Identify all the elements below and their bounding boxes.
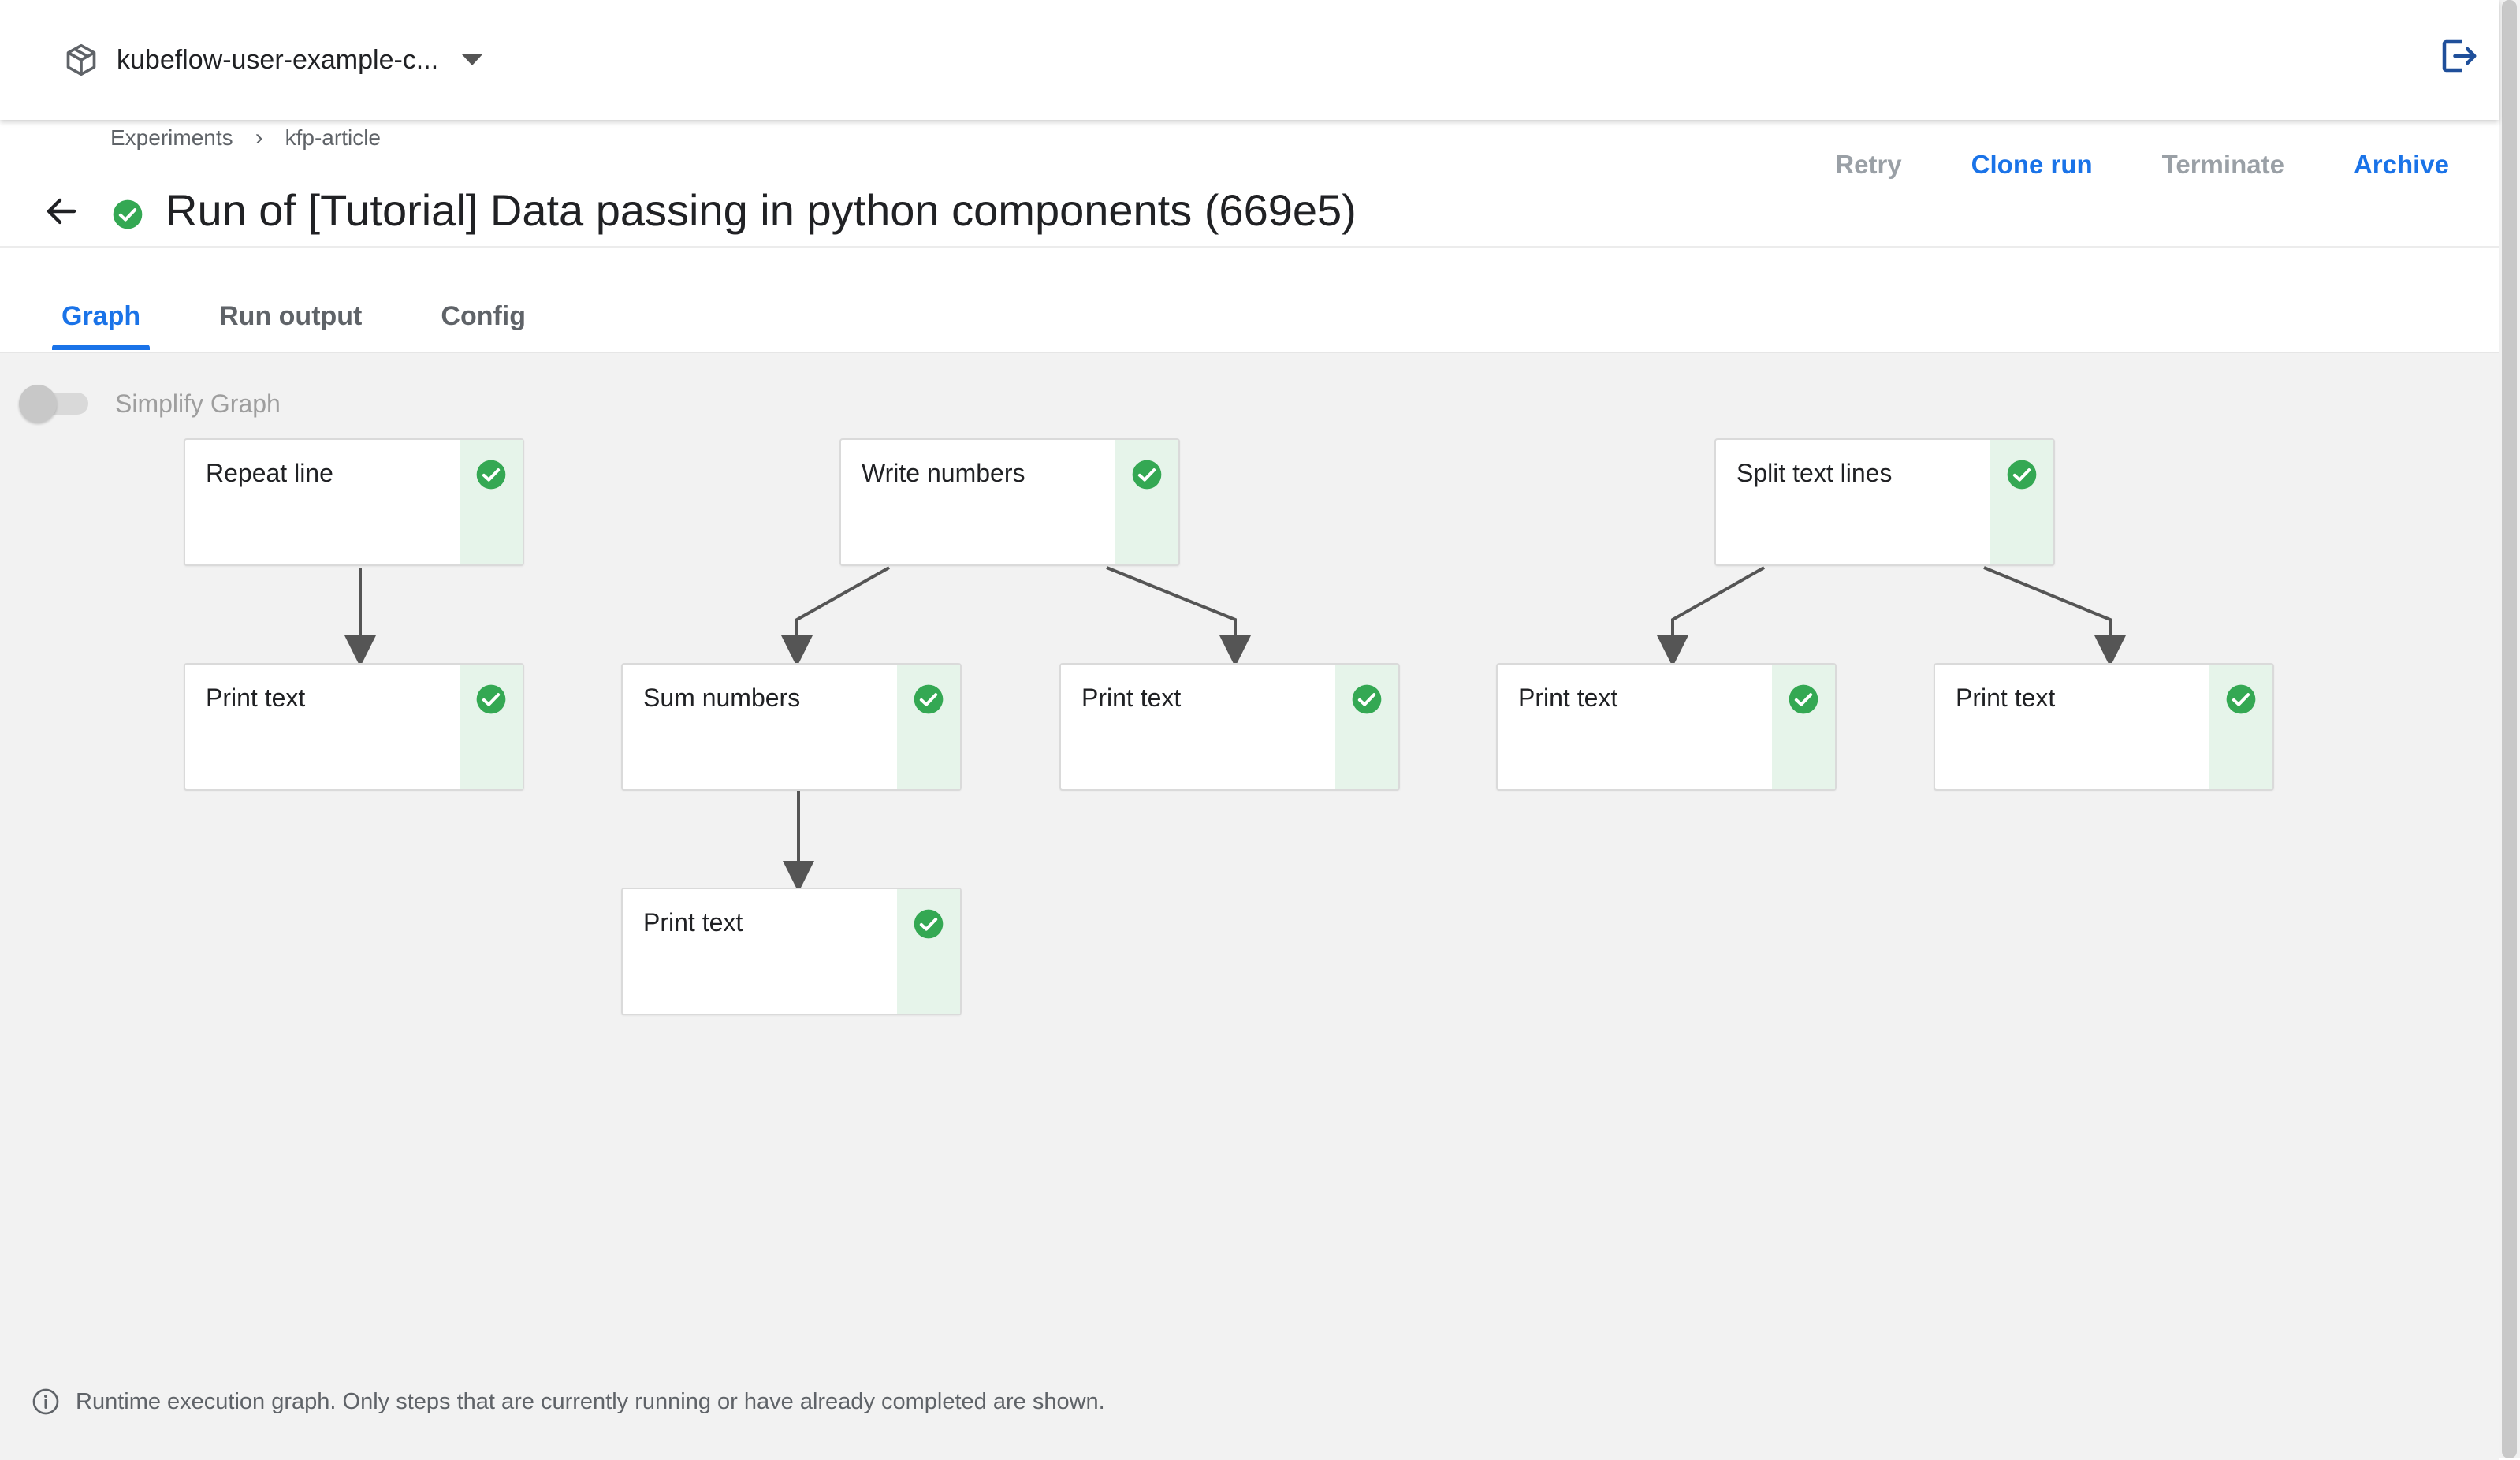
node-status (1115, 440, 1178, 564)
graph-node-print-text[interactable]: Print text (1059, 663, 1400, 791)
scrollbar[interactable] (2499, 0, 2520, 1458)
check-circle-icon (2006, 459, 2038, 490)
graph-node-print-text[interactable]: Print text (1934, 663, 2274, 791)
top-bar: kubeflow-user-example-c... (0, 0, 2499, 120)
node-status (1990, 440, 2053, 564)
arrow-back-icon (43, 192, 80, 234)
simplify-graph-toggle[interactable] (17, 383, 88, 424)
node-label: Write numbers (862, 459, 1025, 487)
node-label: Print text (1956, 683, 2056, 712)
chevron-down-icon (462, 54, 483, 65)
check-circle-icon (1788, 683, 1819, 715)
graph-edge (781, 566, 890, 667)
header-divider (0, 246, 2499, 248)
cube-icon (61, 40, 101, 80)
check-circle-icon (1351, 683, 1383, 715)
check-circle-icon (112, 199, 143, 230)
node-label: Print text (1081, 683, 1182, 712)
node-label: Sum numbers (643, 683, 801, 712)
graph-node-sum-numbers[interactable]: Sum numbers (621, 663, 962, 791)
back-button[interactable] (38, 189, 85, 237)
breadcrumb-separator: › (255, 125, 263, 151)
logout-button[interactable] (2434, 33, 2483, 82)
scrollbar-thumb[interactable] (2502, 0, 2517, 1458)
terminate-button[interactable]: Terminate (2161, 150, 2284, 179)
namespace-selector[interactable]: kubeflow-user-example-c... (61, 33, 483, 87)
graph-node-split-text-lines[interactable]: Split text lines (1714, 438, 2055, 566)
logout-icon (2437, 35, 2480, 81)
graph-node-repeat-line[interactable]: Repeat line (184, 438, 524, 566)
page-title: Run of [Tutorial] Data passing in python… (166, 185, 1357, 235)
node-label: Print text (206, 683, 306, 712)
node-status (1335, 665, 1398, 789)
node-status (897, 889, 960, 1014)
breadcrumb-experiments[interactable]: Experiments (110, 125, 233, 150)
archive-button[interactable]: Archive (2353, 150, 2449, 179)
graph-edge (1983, 566, 2126, 667)
graph-node-print-text[interactable]: Print text (1496, 663, 1837, 791)
graph-node-print-text[interactable]: Print text (621, 888, 962, 1015)
retry-button[interactable]: Retry (1835, 150, 1902, 179)
node-label: Split text lines (1736, 459, 1893, 487)
breadcrumb: Experiments › kfp-article (110, 125, 381, 151)
graph-node-print-text[interactable]: Print text (184, 663, 524, 791)
graph-edges (344, 566, 2126, 892)
run-actions: Retry Clone run Terminate Archive (1766, 150, 2449, 180)
graph-info-text: Runtime execution graph. Only steps that… (76, 1388, 1105, 1414)
breadcrumb-experiment-name[interactable]: kfp-article (285, 125, 381, 150)
node-status (2209, 665, 2272, 789)
node-label: Print text (643, 908, 743, 937)
check-circle-icon (1131, 459, 1163, 490)
simplify-graph-control: Simplify Graph (17, 383, 281, 424)
namespace-label: kubeflow-user-example-c... (117, 44, 439, 75)
tab-run-output[interactable]: Run output (219, 301, 363, 331)
tab-bar: Graph Run output Config (47, 300, 590, 350)
simplify-graph-label: Simplify Graph (115, 389, 281, 418)
graph-info-note: Runtime execution graph. Only steps that… (32, 1387, 1105, 1416)
tab-config[interactable]: Config (441, 301, 527, 331)
info-icon (32, 1387, 60, 1416)
node-status (1772, 665, 1835, 789)
check-circle-icon (913, 683, 944, 715)
node-status (460, 440, 523, 564)
tab-graph[interactable]: Graph (47, 300, 154, 350)
graph-canvas: Simplify Graph Repeat line Print text (0, 352, 2499, 1460)
node-label: Repeat line (206, 459, 333, 487)
check-circle-icon (913, 908, 944, 940)
node-status (460, 665, 523, 789)
node-label: Print text (1518, 683, 1618, 712)
clone-run-button[interactable]: Clone run (1971, 150, 2093, 179)
graph-node-write-numbers[interactable]: Write numbers (839, 438, 1180, 566)
graph-edge (1657, 566, 1765, 667)
check-circle-icon (475, 459, 507, 490)
node-status (897, 665, 960, 789)
check-circle-icon (2225, 683, 2257, 715)
check-circle-icon (475, 683, 507, 715)
graph-edge (1106, 566, 1251, 667)
